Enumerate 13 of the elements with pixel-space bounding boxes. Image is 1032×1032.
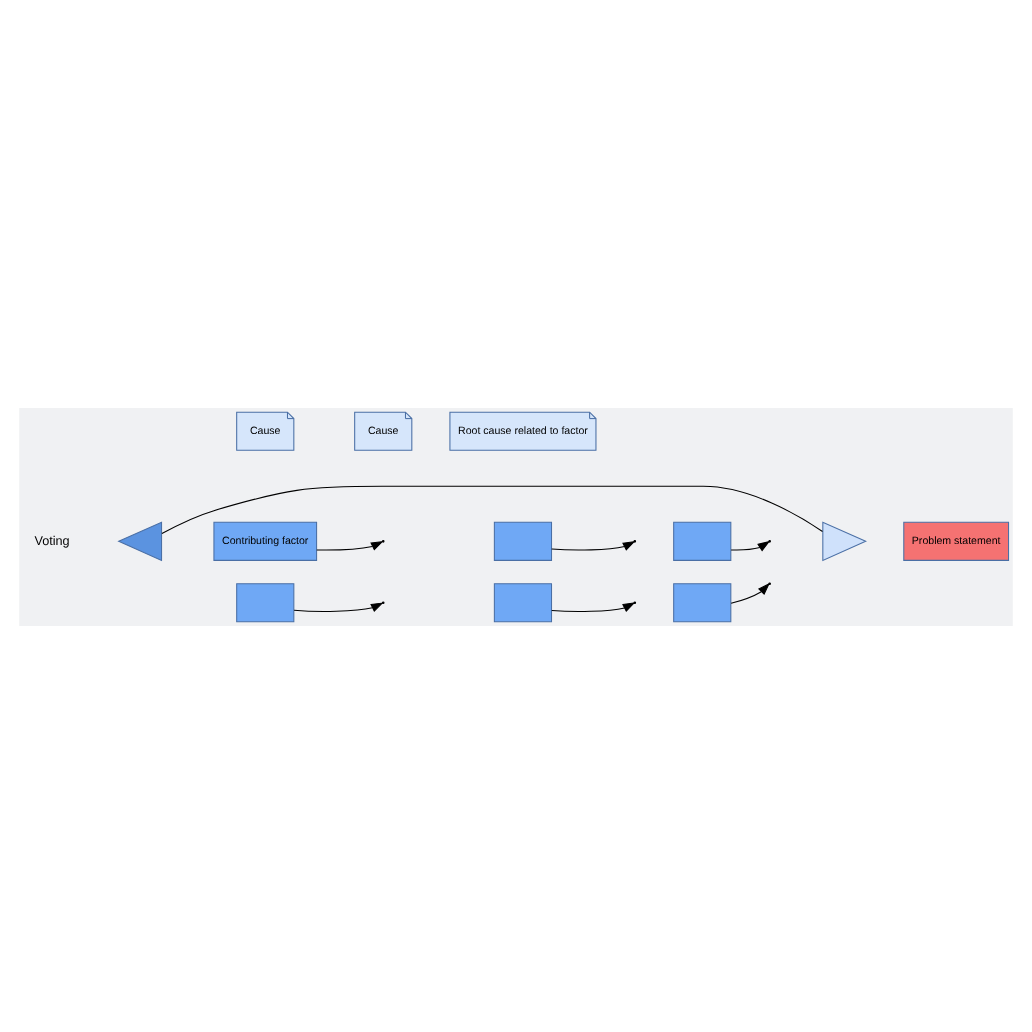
arrow [730, 581, 771, 603]
node-box [236, 582, 295, 622]
connector [161, 484, 823, 534]
node-box [673, 582, 732, 622]
arrow [551, 601, 636, 612]
arrow [551, 539, 636, 550]
node-box [673, 520, 732, 560]
arrow [316, 539, 384, 550]
node-triangle [117, 520, 163, 561]
node-box [493, 582, 553, 622]
node-box [493, 520, 553, 560]
arrow [730, 539, 771, 551]
node-triangle [822, 520, 867, 561]
